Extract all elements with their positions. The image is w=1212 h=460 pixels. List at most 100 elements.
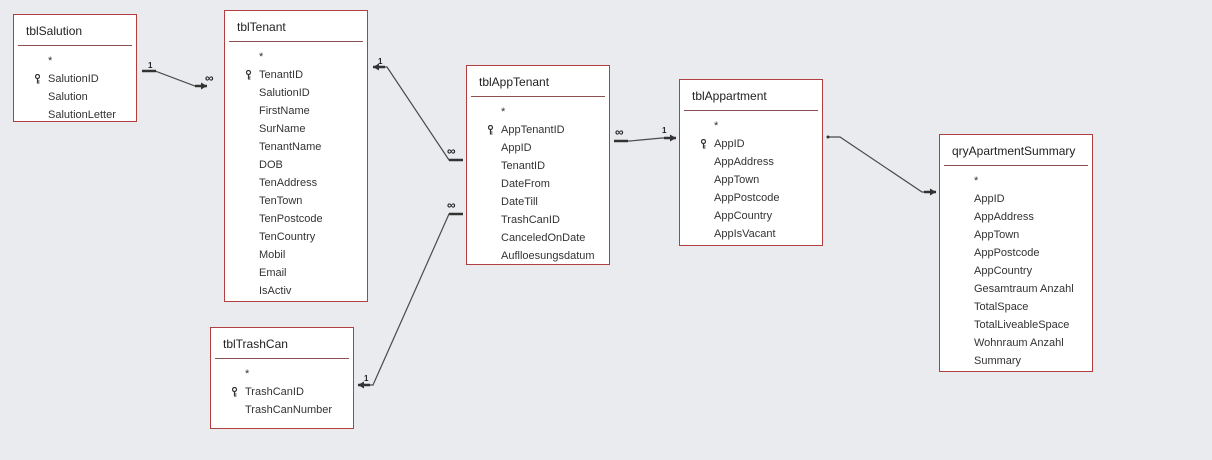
field-item[interactable]: AppTown: [940, 226, 1092, 244]
field-name: TenPostcode: [259, 213, 323, 225]
field-item[interactable]: Wohnraum Anzahl: [940, 334, 1092, 352]
table-tblTrashCan[interactable]: tblTrashCan * TrashCanID TrashCanNumber: [210, 327, 354, 429]
table-title[interactable]: tblTenant: [237, 20, 286, 34]
field-name: TenantID: [259, 69, 304, 81]
field-name: TenantID: [501, 160, 546, 172]
field-item[interactable]: AppID: [467, 139, 609, 157]
field-name: *: [48, 55, 53, 67]
field-name: TenantName: [259, 141, 322, 153]
field-item[interactable]: Gesamtraum Anzahl: [940, 280, 1092, 298]
field-name: AppID: [974, 193, 1005, 205]
field-name: IsActiv: [259, 285, 292, 297]
field-name: TotalSpace: [974, 301, 1029, 313]
table-title-divider: [229, 41, 363, 42]
field-name: AppID: [501, 142, 532, 154]
field-name: TenAddress: [259, 177, 318, 189]
field-item[interactable]: *: [211, 365, 353, 383]
field-list: * TrashCanID TrashCanNumber: [211, 365, 353, 419]
field-item[interactable]: TenCountry: [225, 228, 367, 246]
field-name: AppTenantID: [501, 124, 565, 136]
field-item[interactable]: AppAddress: [680, 153, 822, 171]
field-item[interactable]: *: [940, 172, 1092, 190]
field-name: SalutionID: [259, 87, 310, 99]
field-item[interactable]: SalutionID: [225, 84, 367, 102]
field-item[interactable]: TrashCanID: [467, 211, 609, 229]
primary-key-icon: [245, 70, 252, 80]
table-title[interactable]: tblAppartment: [692, 89, 767, 103]
field-item[interactable]: AppPostcode: [940, 244, 1092, 262]
field-name: DateTill: [501, 196, 538, 208]
field-item[interactable]: TotalSpace: [940, 298, 1092, 316]
field-item[interactable]: *: [14, 52, 136, 70]
field-item[interactable]: SurName: [225, 120, 367, 138]
table-tblAppTenant[interactable]: tblAppTenant * AppTenantID AppID TenantID Dat…: [466, 65, 610, 265]
table-title[interactable]: qryApartmentSummary: [952, 144, 1076, 158]
field-name: TrashCanID: [245, 386, 304, 398]
field-item[interactable]: DateTill: [467, 193, 609, 211]
field-name: TotalLiveableSpace: [974, 319, 1070, 331]
field-name: AppPostcode: [714, 192, 780, 204]
field-item[interactable]: SalutionID: [14, 70, 136, 88]
field-item[interactable]: FirstName: [225, 102, 367, 120]
primary-key-icon: [487, 125, 494, 135]
field-item[interactable]: AppID: [680, 135, 822, 153]
field-item[interactable]: AppPostcode: [680, 189, 822, 207]
field-item[interactable]: AppIsVacant: [680, 225, 822, 243]
field-item[interactable]: Salution: [14, 88, 136, 106]
field-name: SalutionID: [48, 73, 99, 85]
field-item[interactable]: IsActiv: [225, 282, 367, 300]
field-item[interactable]: TenTown: [225, 192, 367, 210]
field-item[interactable]: Auflloesungsdatum: [467, 247, 609, 265]
table-title[interactable]: tblTrashCan: [223, 337, 288, 351]
field-item[interactable]: AppCountry: [940, 262, 1092, 280]
field-item[interactable]: TenantName: [225, 138, 367, 156]
field-item[interactable]: TotalLiveableSpace: [940, 316, 1092, 334]
field-name: FirstName: [259, 105, 310, 117]
field-item[interactable]: TrashCanNumber: [211, 401, 353, 419]
field-item[interactable]: SalutionLetter: [14, 106, 136, 124]
field-item[interactable]: AppCountry: [680, 207, 822, 225]
field-item[interactable]: AppAddress: [940, 208, 1092, 226]
field-name: *: [974, 175, 979, 187]
field-name: AppAddress: [974, 211, 1034, 223]
field-item[interactable]: DateFrom: [467, 175, 609, 193]
field-item[interactable]: *: [680, 117, 822, 135]
field-item[interactable]: CanceledOnDate: [467, 229, 609, 247]
table-title[interactable]: tblAppTenant: [479, 75, 550, 89]
field-name: Salution: [48, 91, 88, 103]
field-item[interactable]: *: [225, 48, 367, 66]
field-item[interactable]: TenantID: [225, 66, 367, 84]
field-name: AppAddress: [714, 156, 774, 168]
field-name: *: [501, 106, 506, 118]
field-item[interactable]: TenPostcode: [225, 210, 367, 228]
field-name: DOB: [259, 159, 283, 171]
field-item[interactable]: DOB: [225, 156, 367, 174]
field-name: Mobil: [259, 249, 286, 261]
field-item[interactable]: TenantID: [467, 157, 609, 175]
field-item[interactable]: *: [467, 103, 609, 121]
field-name: AppTown: [714, 174, 760, 186]
primary-key-icon: [34, 74, 41, 84]
field-item[interactable]: TrashCanID: [211, 383, 353, 401]
field-item[interactable]: AppTown: [680, 171, 822, 189]
field-name: *: [259, 51, 264, 63]
table-title-divider: [471, 96, 605, 97]
field-item[interactable]: Email: [225, 264, 367, 282]
field-name: TrashCanID: [501, 214, 560, 226]
field-name: AppID: [714, 138, 745, 150]
table-title-divider: [944, 165, 1088, 166]
table-title[interactable]: tblSalution: [26, 24, 83, 38]
field-item[interactable]: AppTenantID: [467, 121, 609, 139]
field-item[interactable]: TenAddress: [225, 174, 367, 192]
table-title-divider: [684, 110, 818, 111]
field-item[interactable]: Mobil: [225, 246, 367, 264]
field-item[interactable]: Summary: [940, 352, 1092, 370]
field-item[interactable]: AppID: [940, 190, 1092, 208]
